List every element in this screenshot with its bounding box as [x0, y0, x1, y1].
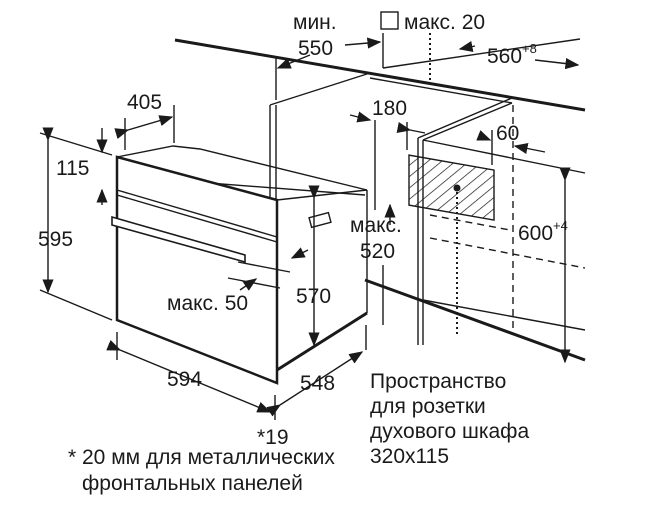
- square-icon: [380, 11, 399, 30]
- min-depth-label: 550: [298, 37, 333, 60]
- max-depth-label: 520: [360, 240, 395, 263]
- oven-depth-label: 548: [300, 372, 335, 395]
- depth-405-label: 405: [127, 91, 162, 114]
- oven-width-label: 594: [167, 368, 202, 391]
- min-label: мин.: [293, 11, 337, 34]
- socket-note-line: для розетки: [370, 395, 486, 418]
- niche-height-label: 600+4: [518, 218, 568, 245]
- footnote-line: фронтальных панелей: [82, 472, 303, 495]
- dimension-lines: [39, 37, 580, 420]
- socket-note-line: 320x115: [370, 445, 449, 468]
- socket-dot: [453, 184, 461, 192]
- inner-height-label: 570: [296, 285, 331, 308]
- socket-area-hatch: [408, 154, 495, 221]
- socket-note-line: духового шкафа: [370, 420, 529, 443]
- oven-outline: [111, 145, 368, 385]
- max-label: макс.: [350, 214, 402, 237]
- socket-note-line: Пространство: [370, 370, 506, 393]
- dim-60-label: 60: [496, 122, 519, 145]
- oven-height-label: 595: [38, 228, 73, 251]
- niche-width-label: 560+8: [487, 41, 537, 68]
- panel-height-label: 115: [56, 157, 89, 180]
- handle-max-label: макс. 50: [167, 292, 248, 315]
- dim-180-label: 180: [372, 97, 407, 120]
- footnote-line: * 20 мм для металлических: [68, 446, 335, 469]
- oven-handle: [111, 215, 246, 264]
- max-gap-label: макс. 20: [404, 11, 485, 34]
- front-offset-label: *19: [257, 426, 289, 449]
